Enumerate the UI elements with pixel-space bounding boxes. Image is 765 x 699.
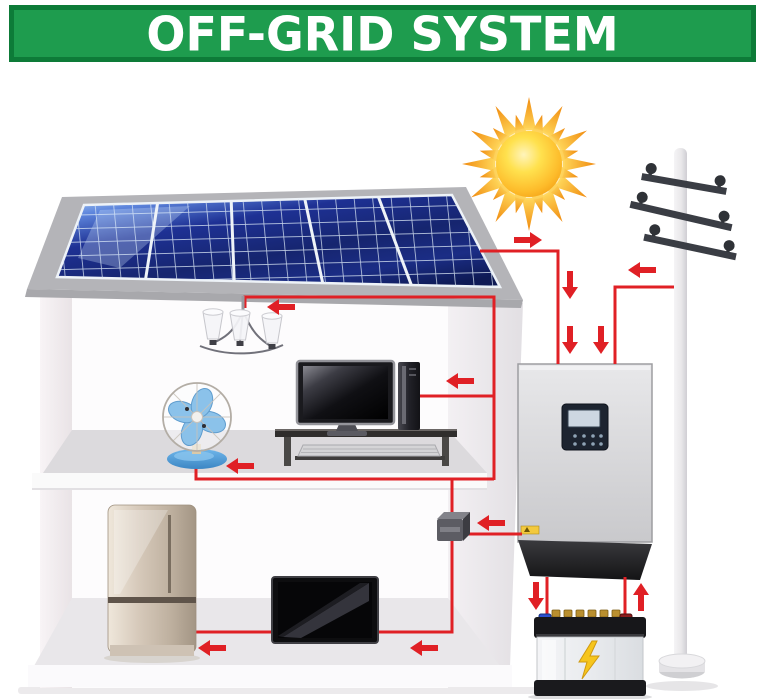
fan-dot-1 <box>185 407 189 411</box>
fridge-icon <box>104 504 200 663</box>
wire-pole-to-inverter <box>613 285 674 364</box>
tv-reflection <box>283 583 369 638</box>
fan-hub <box>191 411 203 423</box>
sun-core <box>496 131 562 197</box>
power-pole-icon <box>629 148 737 691</box>
pole-shaft <box>674 148 687 666</box>
arrow-down-solar-1 <box>562 271 578 299</box>
fridge-plinth <box>110 645 194 656</box>
arrow-up-battery-discharge <box>633 583 649 611</box>
warning-label <box>520 525 540 535</box>
tv-icon <box>271 576 379 644</box>
arrow-right-solar <box>514 232 542 248</box>
lamp-icon <box>199 296 284 355</box>
keyboard <box>297 444 441 457</box>
second-floor-edge <box>32 473 487 490</box>
warning-triangle-icon <box>524 527 530 532</box>
panel-sheen <box>78 206 190 268</box>
lamp-stem <box>241 296 245 310</box>
junction-box-icon <box>437 512 470 541</box>
arrow-left-pole <box>628 262 656 278</box>
inverter-icon <box>517 363 653 580</box>
inverter-control-panel <box>561 403 609 451</box>
second-floor-surface <box>43 430 487 473</box>
fridge-divider <box>108 597 196 603</box>
arrow-down-grid <box>593 326 609 354</box>
monitor <box>295 359 396 436</box>
title-banner: OFF-GRID SYSTEM <box>9 5 756 62</box>
desk-top-edge <box>275 429 457 431</box>
fridge-handle <box>168 515 171 593</box>
tv-reflection-soft <box>278 583 369 637</box>
pc-tower <box>398 362 420 430</box>
pole-shadow <box>646 681 718 691</box>
pole-crossarm-1 <box>641 163 727 195</box>
panel-separators <box>144 196 413 286</box>
inverter-buttons <box>573 434 603 446</box>
monitor-screen <box>303 366 388 419</box>
lightning-bolt-icon <box>578 640 600 680</box>
sun-icon <box>462 97 596 231</box>
page-title: OFF-GRID SYSTEM <box>146 5 619 62</box>
house-ground-shadow <box>18 687 538 694</box>
lamp-shades <box>202 308 283 349</box>
battery-icon <box>528 609 652 699</box>
wire-ceiling-circuit <box>243 295 496 480</box>
desk-leg-right <box>442 437 449 466</box>
computer-icon <box>275 359 457 466</box>
battery-base <box>534 680 646 696</box>
pole-crossarm-3 <box>643 224 737 261</box>
fan-cage-rim <box>162 382 232 452</box>
solar-panel-icon <box>55 193 503 289</box>
inverter-heatsink-base <box>518 540 652 580</box>
fan-icon <box>162 382 232 469</box>
pole-base <box>658 653 706 679</box>
desk-leg-left <box>284 437 291 466</box>
arrow-down-solar-2 <box>562 326 578 354</box>
battery-top <box>534 617 646 638</box>
fan-dot-2 <box>202 424 206 428</box>
inverter-top-highlight <box>520 366 650 370</box>
battery-caps <box>551 609 621 618</box>
pole-crossarm-2 <box>629 191 733 232</box>
fan-base-highlight <box>174 451 214 461</box>
fridge-sheen <box>114 510 168 594</box>
inverter-body <box>517 363 653 543</box>
inverter-lcd <box>567 409 601 428</box>
monitor-base <box>327 431 367 436</box>
battery-sheen <box>542 640 556 680</box>
keyboard-tray <box>295 456 445 460</box>
arrow-down-battery-charge <box>528 582 544 610</box>
battery-top-line <box>536 634 644 636</box>
wire-solar-to-inverter <box>480 249 560 364</box>
roof <box>25 187 523 308</box>
second-floor-edge-line <box>32 488 487 490</box>
house-base <box>28 665 512 687</box>
